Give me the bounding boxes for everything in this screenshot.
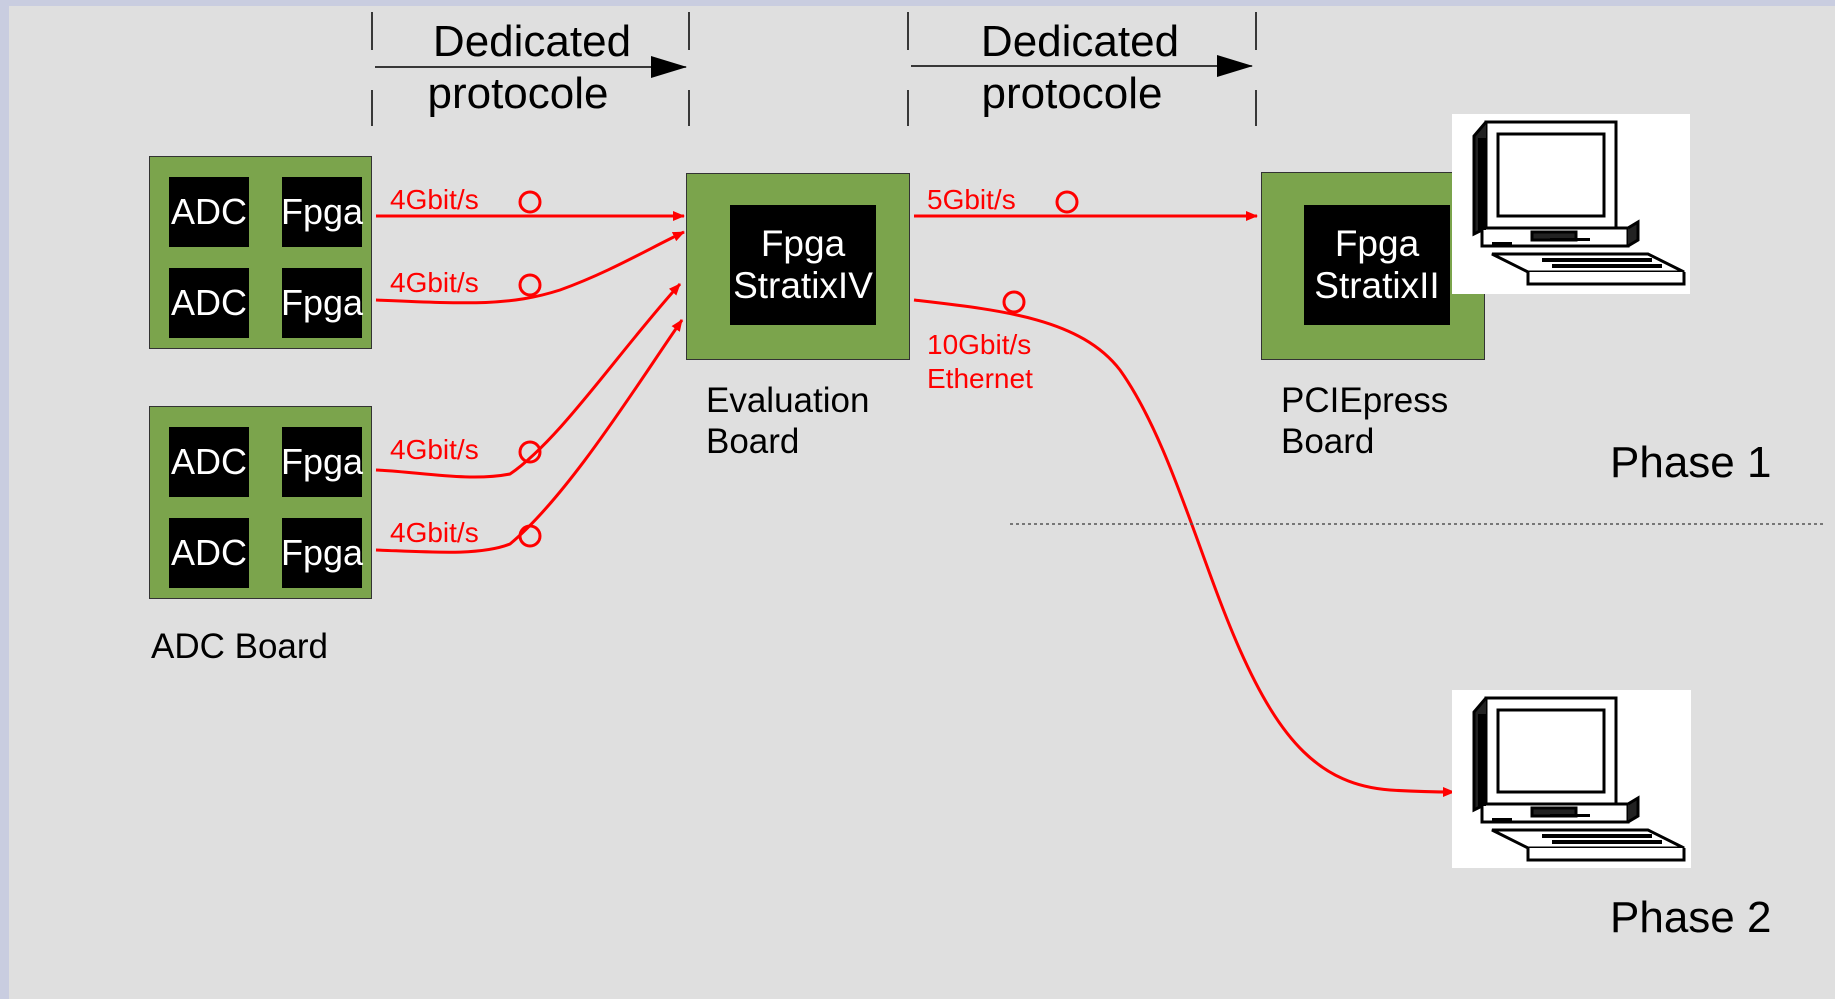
rate-label-5gbit: 5Gbit/s [927, 184, 1016, 215]
fpga-stratixiv-line1: Fpga [760, 223, 846, 264]
header-label-right: Dedicated protocole [950, 16, 1210, 120]
fpga-chip: Fpga [281, 177, 363, 247]
fpga-stratixii-chip: Fpga StratixII [1304, 205, 1450, 325]
fpga-stratixii-line1: Fpga [1334, 223, 1420, 264]
adc-board-caption: ADC Board [151, 627, 329, 666]
link-adc1-row2 [375, 230, 685, 305]
desktop-computer-icon [1452, 114, 1690, 294]
header-bracket-left [371, 12, 690, 126]
marker-circle [1055, 190, 1079, 214]
header-label-right-line1: Dedicated [980, 17, 1180, 66]
adc-chip: ADC [169, 268, 249, 338]
header-bracket-right [907, 12, 1257, 126]
rate-label: 4Gbit/s [390, 434, 479, 465]
phase-2-label: Phase 2 [1610, 893, 1772, 942]
fpga-chip: Fpga [281, 518, 363, 588]
marker-circle [518, 273, 542, 297]
pcie-board-caption-line2: Board [1281, 422, 1375, 461]
fpga-chip: Fpga [281, 268, 363, 338]
header-label-left: Dedicated protocole [402, 16, 662, 120]
fpga-chip: Fpga [281, 427, 363, 497]
marker-circle [1002, 290, 1026, 314]
ethernet-rate-line1: 10Gbit/s [927, 329, 1032, 360]
rate-label: 4Gbit/s [390, 517, 479, 548]
header-label-right-line2: protocole [981, 69, 1163, 118]
marker-circle [518, 190, 542, 214]
fpga-stratixii-line2: StratixII [1314, 265, 1440, 306]
marker-circle [518, 440, 542, 464]
pcie-board-caption: PCIEpress Board [1281, 380, 1448, 462]
fpga-stratixiv-chip: Fpga StratixIV [730, 205, 876, 325]
ethernet-rate-label: 10Gbit/s Ethernet [927, 328, 1033, 396]
evaluation-board-caption-line1: Evaluation [706, 381, 870, 420]
fpga-stratixiv-line2: StratixIV [733, 265, 873, 306]
rate-label: 4Gbit/s [390, 267, 479, 298]
rate-label: 4Gbit/s [390, 184, 479, 215]
ethernet-rate-line2: Ethernet [927, 363, 1033, 394]
header-label-left-line1: Dedicated [432, 17, 632, 66]
adc-chip: ADC [169, 427, 249, 497]
marker-circle [518, 524, 542, 548]
phase-1-label: Phase 1 [1610, 438, 1772, 487]
evaluation-board-caption: Evaluation Board [706, 380, 869, 462]
desktop-computer-icon [1452, 690, 1691, 868]
evaluation-board-caption-line2: Board [706, 422, 800, 461]
link-ethernet-to-pc [913, 298, 1455, 797]
link-adc2-row2 [375, 319, 684, 554]
header-label-left-line2: protocole [427, 69, 609, 118]
adc-chip: ADC [169, 177, 249, 247]
link-adc2-row1 [375, 282, 682, 479]
pcie-board-caption-line1: PCIEpress [1281, 381, 1449, 420]
adc-chip: ADC [169, 518, 249, 588]
